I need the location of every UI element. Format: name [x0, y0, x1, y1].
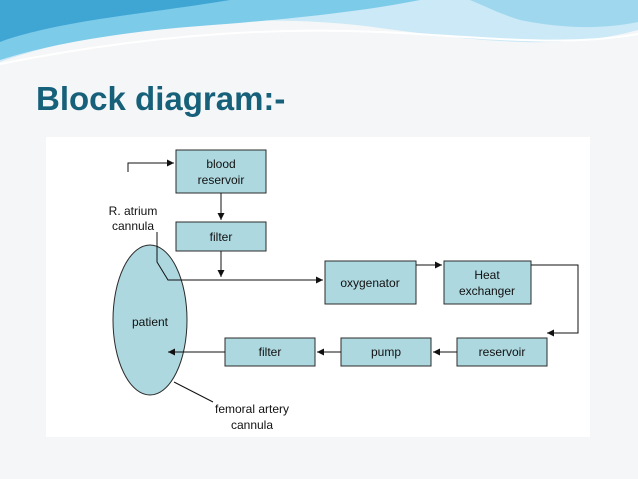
- oxygenator-block: oxygenator: [324, 260, 417, 305]
- reservoir-block: reservoir: [456, 337, 548, 367]
- filter-bottom-label: filter: [259, 345, 282, 359]
- filter-bottom-block: filter: [224, 337, 316, 367]
- oxygenator-label: oxygenator: [340, 276, 399, 290]
- heat-exchanger-block: Heat exchanger: [443, 260, 532, 305]
- blood-reservoir-label-line2: reservoir: [198, 173, 245, 187]
- patient-block: patient: [112, 244, 188, 396]
- arrow-heat-exchanger-to-reservoir: [531, 264, 579, 337]
- blood-reservoir-block: blood reservoir: [175, 149, 267, 194]
- r-atrium-cannula-line: [156, 232, 216, 281]
- filter-top-block: filter: [175, 221, 267, 252]
- pump-block: pump: [340, 337, 432, 367]
- slide-title: Block diagram:-: [36, 80, 286, 117]
- femoral-cannula-pointer: [173, 381, 214, 403]
- femoral-label-line2: cannula: [231, 418, 273, 432]
- header-wave-deep: [0, 0, 230, 42]
- femoral-label-line1: femoral artery: [215, 402, 289, 416]
- heat-exchanger-label-line1: Heat: [474, 268, 500, 282]
- filter-top-label: filter: [210, 230, 233, 244]
- blood-reservoir-label-line1: blood: [206, 157, 235, 171]
- pump-label: pump: [371, 345, 401, 359]
- heat-exchanger-label-line2: exchanger: [459, 284, 515, 298]
- header-wave-line: [0, 29, 638, 65]
- patient-label: patient: [132, 315, 169, 329]
- arrow-into-blood-reservoir: [127, 159, 174, 172]
- header-wave-right: [470, 0, 638, 28]
- r-atrium-label-line1: R. atrium: [109, 204, 158, 218]
- reservoir-label: reservoir: [479, 345, 526, 359]
- r-atrium-label-line2: cannula: [112, 219, 154, 233]
